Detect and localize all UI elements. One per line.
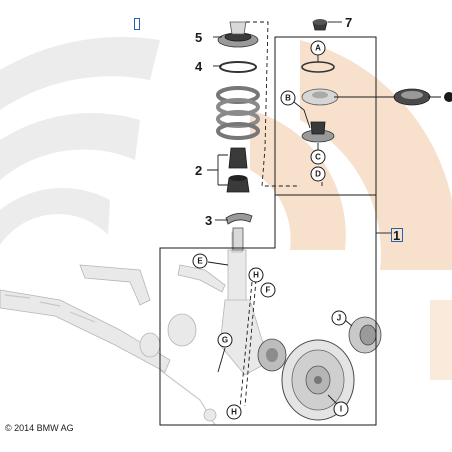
part-B-bearing (301, 88, 339, 106)
support-bearing-5 (217, 21, 259, 48)
steering-rack-ghost (0, 264, 217, 426)
svg-text:I: I (340, 405, 342, 414)
lower-spring-pad-3 (225, 213, 253, 225)
part-number-7: 7 (345, 15, 352, 30)
svg-text:G: G (222, 336, 228, 345)
callout-A: A (310, 40, 326, 56)
wheel-hub (257, 338, 287, 372)
callout-E: E (192, 253, 208, 269)
callout-H-upper: H (248, 267, 264, 283)
part-6-marker (444, 92, 452, 102)
callout-J: J (331, 310, 347, 326)
part-number-3: 3 (205, 213, 212, 228)
wheel-bearing (348, 316, 382, 354)
leader-G (217, 347, 226, 373)
strut-cylinder (232, 227, 244, 251)
callout-D: D (310, 166, 326, 182)
svg-text:B: B (285, 94, 291, 103)
part-number-2: 2 (195, 163, 202, 178)
callout-F: F (260, 282, 276, 298)
svg-text:C: C (315, 153, 321, 162)
leader-J (344, 319, 353, 327)
leader-2 (207, 154, 228, 186)
kit-frame-lower (159, 37, 377, 426)
svg-text:A: A (315, 44, 321, 53)
part-1-highlight[interactable] (391, 228, 403, 242)
dashed-line-4 (244, 279, 257, 407)
callout-G: G (217, 332, 233, 348)
part-number-5: 5 (195, 30, 202, 45)
brake-disc (281, 339, 355, 421)
callout-C: C (310, 149, 326, 165)
svg-text:D: D (315, 170, 321, 179)
spring-plate-4 (219, 61, 257, 73)
callout-B: B (280, 90, 296, 106)
top-mount-7 (312, 19, 328, 31)
dashed-assembly-line (246, 21, 300, 187)
callout-I: I (333, 401, 349, 417)
svg-text:E: E (197, 257, 203, 266)
svg-text:H: H (231, 408, 237, 417)
part-C-mount (301, 121, 335, 143)
leader-E (207, 261, 229, 266)
coil-spring (216, 86, 260, 140)
part-number-1[interactable]: 1 (393, 228, 400, 243)
svg-text:F: F (266, 286, 271, 295)
part-6-bearing (393, 88, 431, 106)
dashed-line-3 (239, 281, 253, 409)
callout-H-lower: H (226, 404, 242, 420)
svg-text:H: H (253, 271, 259, 280)
part-number-4: 4 (195, 59, 203, 74)
leader-B (293, 101, 311, 129)
selection-marker[interactable] (134, 18, 140, 30)
copyright-notice: © 2014 BMW AG (5, 423, 74, 433)
svg-text:J: J (337, 314, 341, 323)
bump-stop-2 (226, 147, 250, 193)
